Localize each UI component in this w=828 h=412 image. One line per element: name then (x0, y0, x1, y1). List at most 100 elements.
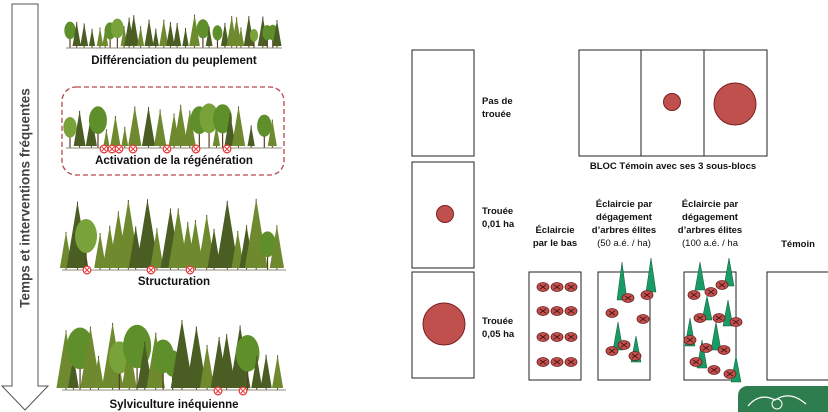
gap-large-circle (422, 302, 466, 346)
broadleaf-crown (199, 103, 219, 134)
forest-strip-regeneration (63, 103, 282, 154)
conifer-crown (128, 15, 140, 46)
conifer-crown (231, 106, 246, 146)
caption-structuration: Structuration (137, 276, 211, 288)
broadleaf-crown (196, 19, 210, 39)
broadleaf-crown (213, 104, 233, 134)
elite-tree (694, 261, 706, 291)
conifer-crown (102, 29, 109, 46)
conifer-crown (173, 22, 182, 46)
cut-marker-cross (240, 388, 246, 394)
broadleaf-crown (259, 231, 276, 258)
elite-tree (701, 295, 713, 321)
cut-marker-cross (224, 146, 230, 152)
thinning-marker-cross (553, 308, 561, 314)
broadleaf-crown (63, 116, 77, 138)
thinning-marker-cross (567, 284, 575, 290)
caption-regeneration: Activation de la régénération (95, 155, 253, 167)
cut-marker-cross (101, 146, 107, 152)
conifer-crown (121, 126, 129, 146)
cut-marker-cross (215, 388, 221, 394)
conifer-crown (103, 129, 110, 146)
conifer-crown (183, 110, 196, 146)
thinning-marker-cross (702, 345, 710, 351)
plot-control (766, 271, 828, 381)
conifer-crown (247, 125, 255, 146)
conifer-crown (182, 27, 189, 46)
conifer-crown (189, 14, 200, 47)
elite-100-trees (683, 257, 743, 383)
broadleaf-crown (249, 29, 259, 42)
plot-gap-small (411, 161, 475, 269)
gap-small-circle (436, 205, 454, 223)
broadleaf-crown (64, 21, 76, 40)
conifer-crown (272, 20, 282, 46)
conifer-crown (152, 28, 159, 46)
thinning-marker-cross (553, 334, 561, 340)
thinning-marker-cross (631, 353, 639, 359)
cut-marker-cross (187, 267, 193, 273)
thinning-marker-cross (608, 310, 616, 316)
conifer-crown (205, 26, 213, 46)
thinning-marker-cross (553, 284, 561, 290)
conifer-crown (144, 19, 154, 46)
broadleaf-crown (257, 114, 272, 137)
broadleaf-crown (75, 218, 98, 253)
cut-marker-cross (116, 146, 122, 152)
conifer-crown (186, 326, 207, 388)
cut-marker-cross (164, 146, 170, 152)
conifer-crown (96, 27, 104, 46)
logo-emblem (738, 386, 828, 412)
thinning-marker-cross (643, 292, 651, 298)
thinning-marker-cross (539, 308, 547, 314)
elite-tree (723, 257, 735, 287)
conifer-crown (212, 124, 221, 146)
conifer-crown (217, 334, 236, 388)
thinning-marker-cross (539, 284, 547, 290)
thinning-marker-cross (608, 348, 616, 354)
timeline-label: Temps et interventions fréquentes (17, 88, 33, 308)
conifer-crown (67, 355, 79, 388)
conifer-crown (110, 115, 121, 146)
thinning-marker-cross (707, 289, 715, 295)
broadleaf-crown (111, 18, 124, 39)
conifer-crown (93, 355, 104, 388)
conifer-crown (269, 225, 285, 268)
plot-no-gap (411, 49, 475, 157)
thinning-marker-cross (539, 334, 547, 340)
conifer-crown (207, 228, 221, 268)
thinning-marker-cross (696, 315, 704, 321)
thinning-marker-cross (690, 292, 698, 298)
bloc-caption: BLOC Témoin avec ses 3 sous-blocs (589, 161, 757, 172)
thinning-marker-cross (726, 371, 734, 377)
conifer-crown (220, 22, 229, 46)
conifer-crown (72, 21, 81, 46)
conifer-crown (73, 110, 86, 146)
conifer-crown (85, 113, 97, 146)
timeline-arrow (0, 3, 50, 411)
conifer-crown (141, 106, 156, 146)
conifer-crown (80, 326, 101, 388)
conifer-crown (80, 23, 89, 46)
label-control: Témoin (781, 239, 815, 250)
conifer-crown (137, 26, 145, 46)
conifer-crown (128, 106, 142, 146)
bloc-gap-small (663, 93, 681, 111)
thinning-marker-cross (715, 315, 723, 321)
thinning-marker-cross (539, 359, 547, 365)
thinning-marker-cross (620, 342, 628, 348)
conifer-crown (166, 22, 175, 46)
thinning-marker-cross (692, 359, 700, 365)
conifer-crown (150, 228, 164, 268)
thinning-marker-cross (639, 316, 647, 322)
cut-marker-cross (84, 267, 90, 273)
bloc-gap-large (713, 82, 757, 126)
cut-marker-cross (109, 146, 115, 152)
thinning-marker-cross (624, 295, 632, 301)
cut-marker-cross (130, 146, 136, 152)
thinning-marker-cross (732, 319, 740, 325)
